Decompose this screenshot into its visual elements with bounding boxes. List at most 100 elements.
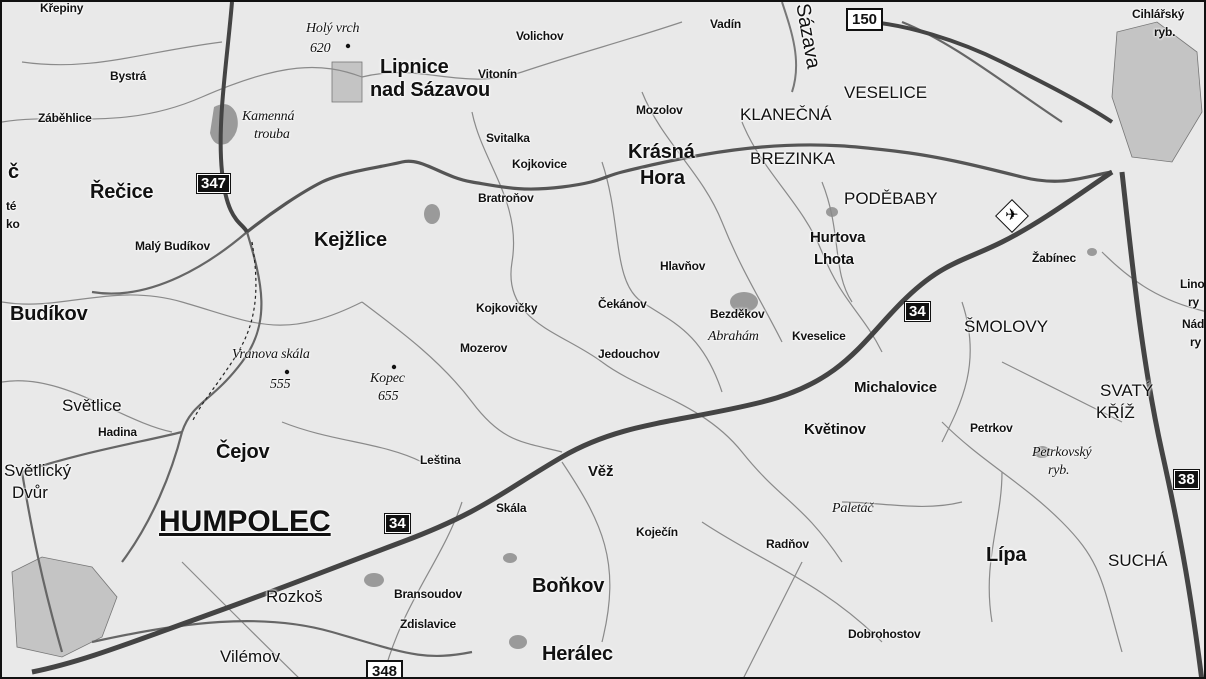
pond bbox=[509, 635, 527, 649]
town-label: SVATÝ bbox=[1100, 381, 1154, 400]
town-label: PODĚBABY bbox=[844, 189, 938, 208]
trail bbox=[191, 241, 257, 423]
pond bbox=[730, 292, 758, 312]
town-label: Hora bbox=[640, 167, 685, 189]
town-label: Věž bbox=[588, 463, 614, 480]
town-label: Květinov bbox=[804, 421, 866, 438]
feature-label: ryb. bbox=[1048, 463, 1070, 478]
town-label: Jedouchov bbox=[598, 347, 660, 361]
town-label: Mozerov bbox=[460, 341, 508, 355]
town-label: Kejžlice bbox=[314, 229, 387, 251]
feature-label: Abrahám bbox=[708, 329, 759, 344]
minor-roads bbox=[2, 21, 1204, 677]
town-label: KLANEČNÁ bbox=[740, 105, 832, 124]
town-areas bbox=[11, 21, 1203, 658]
town-label: Bransoudov bbox=[394, 587, 463, 601]
road-38 bbox=[1119, 171, 1204, 677]
town-label: VESELICE bbox=[844, 83, 928, 102]
lake-kamenna-trouba bbox=[210, 104, 238, 145]
town-label: Michalovice bbox=[854, 379, 937, 396]
town-label: Kveselice bbox=[792, 329, 846, 343]
feature-label: trouba bbox=[254, 127, 290, 142]
town-label: Světlický bbox=[4, 461, 72, 480]
town-label: Světlice bbox=[62, 396, 122, 415]
road-shield-34: 34 bbox=[904, 301, 931, 322]
town-label: KŘÍŽ bbox=[1096, 403, 1135, 422]
town-label: Skála bbox=[496, 501, 527, 515]
pond bbox=[503, 553, 517, 563]
town-label: Hadina bbox=[98, 425, 137, 439]
town-label: ŠMOLOVY bbox=[964, 317, 1049, 336]
lipnice-town-area bbox=[331, 61, 363, 103]
town-label: Bystrá bbox=[110, 69, 147, 83]
town-label: Lipnice bbox=[380, 56, 449, 78]
town-label: nad Sázavou bbox=[370, 79, 491, 101]
town-label: Hurtova bbox=[810, 229, 866, 246]
town-label: Volichov bbox=[516, 29, 564, 43]
feature-label: Kamenná bbox=[242, 109, 295, 124]
town-label: Bezděkov bbox=[710, 307, 765, 321]
town-label: té bbox=[6, 199, 17, 213]
town-label: Zdislavice bbox=[400, 617, 457, 631]
town-label: Křepiny bbox=[40, 1, 84, 15]
feature-label: 655 bbox=[378, 389, 399, 404]
feature-label: Holý vrch bbox=[306, 21, 360, 36]
road-shield-347: 347 bbox=[195, 173, 232, 194]
pond-petrkovsky bbox=[1034, 446, 1050, 458]
town-label: Herálec bbox=[542, 643, 613, 665]
town-label: Žabínec bbox=[1032, 251, 1076, 265]
summit-markers bbox=[284, 43, 397, 375]
feature-label: Kopec bbox=[370, 371, 405, 386]
pond bbox=[424, 204, 440, 224]
town-label: č bbox=[8, 161, 19, 183]
town-label: Kojkovičky bbox=[476, 301, 538, 315]
town-label-humpolec: HUMPOLEC bbox=[159, 505, 331, 538]
river-sazava bbox=[781, 2, 798, 93]
town-label: Petrkov bbox=[970, 421, 1013, 435]
pond bbox=[1087, 248, 1097, 256]
town-label: Nád bbox=[1182, 317, 1205, 331]
town-label: Vitonín bbox=[478, 67, 518, 81]
pelhrimov-town-area bbox=[1111, 21, 1203, 163]
humpolec-town-area bbox=[11, 556, 118, 658]
town-label: Mozolov bbox=[636, 103, 683, 117]
town-label: Koječín bbox=[636, 525, 678, 539]
secondary-roads bbox=[20, 20, 1063, 657]
town-label: Vilémov bbox=[220, 647, 281, 666]
town-label: Řečice bbox=[90, 181, 154, 203]
road-shield-34: 34 bbox=[384, 513, 411, 534]
town-label: Lino bbox=[1180, 277, 1205, 291]
town-label: ry bbox=[1188, 295, 1199, 309]
town-label: SUCHÁ bbox=[1108, 551, 1168, 570]
town-label: ry bbox=[1190, 335, 1201, 349]
feature-label: 620 bbox=[310, 41, 331, 56]
town-label: Krásná bbox=[628, 141, 695, 163]
town-label: BREZINKA bbox=[750, 149, 836, 168]
town-label: Hlavňov bbox=[660, 259, 706, 273]
pond bbox=[826, 207, 838, 217]
town-label: Bratroňov bbox=[478, 191, 534, 205]
town-label: Radňov bbox=[766, 537, 809, 551]
town-label: Záběhlice bbox=[38, 111, 92, 125]
feature-label: Petrkovský bbox=[1032, 445, 1092, 460]
town-label: Lípa bbox=[986, 544, 1027, 566]
town-label: Malý Budíkov bbox=[135, 239, 210, 253]
town-label: Dvůr bbox=[12, 483, 48, 502]
pond bbox=[364, 573, 384, 587]
town-label: Boňkov bbox=[532, 575, 605, 597]
road-shield-348: 348 bbox=[365, 660, 404, 677]
road-150 bbox=[861, 20, 1114, 124]
town-label: Vadín bbox=[710, 17, 742, 31]
feature-label: Vranova skála bbox=[232, 347, 310, 362]
town-label: Čekánov bbox=[598, 297, 647, 311]
town-label: Kojkovice bbox=[512, 157, 567, 171]
town-label: ryb. bbox=[1154, 25, 1176, 39]
road-34 bbox=[31, 169, 1114, 675]
town-label: Čejov bbox=[216, 441, 270, 463]
road-347 bbox=[218, 2, 249, 234]
town-label: Cihlářský bbox=[1132, 7, 1185, 21]
town-label: Leština bbox=[420, 453, 461, 467]
town-label: Lhota bbox=[814, 251, 854, 268]
